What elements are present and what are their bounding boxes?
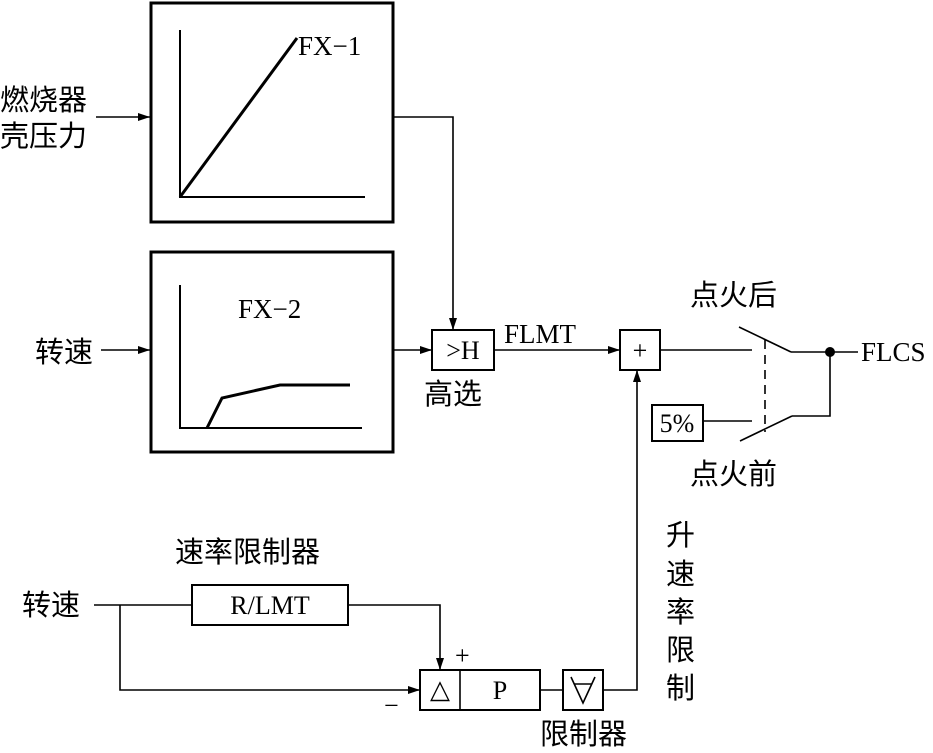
comparator-p-block: △ P <box>419 669 541 711</box>
high-select-symbol: >H <box>446 336 480 365</box>
comparator-minus-sign: − <box>384 691 399 720</box>
fx1-block: FX−1 <box>149 1 395 224</box>
fx1-curve <box>178 37 299 198</box>
switch-lower-blade <box>739 415 793 442</box>
after-ignition-label: 点火后 <box>690 278 777 312</box>
switch-lower-out <box>792 352 831 417</box>
input-burner-shell-pressure-line2: 壳压力 <box>0 119 87 153</box>
high-select-label: 高选 <box>424 377 482 411</box>
fx2-label: FX−2 <box>238 294 301 324</box>
limiter-label: 限制器 <box>540 717 627 751</box>
floor-value-label: 5% <box>660 409 695 438</box>
switch-upper-blade <box>738 326 792 353</box>
input-speed-bottom: 转速 <box>22 588 80 622</box>
fx2-block: FX−2 <box>149 250 395 454</box>
speed-feedback-wire <box>119 605 420 694</box>
summer-block: + <box>619 329 661 371</box>
rate-limiter-output-wire <box>348 604 444 670</box>
flmt-label: FLMT <box>504 319 577 349</box>
fx1-output-wire <box>393 116 457 330</box>
input-burner-shell-pressure-line1: 燃烧器 <box>0 83 87 117</box>
rise-rate-limit-char: 限 <box>666 633 695 667</box>
fx2-curve <box>205 383 350 429</box>
rise-rate-limit-label: 升 速 率 限 制 <box>666 518 695 705</box>
floor-value-block: 5% <box>651 404 704 442</box>
rise-rate-limit-char: 率 <box>666 595 695 629</box>
rate-limiter-symbol: R/LMT <box>230 591 310 620</box>
rise-rate-limit-char: 升 <box>666 518 695 552</box>
before-ignition-label: 点火前 <box>690 457 777 491</box>
rise-rate-limit-char: 制 <box>666 671 695 705</box>
comparator-delta-symbol: △ <box>430 675 450 704</box>
rise-rate-limit-wire <box>603 370 641 691</box>
fx2-axes <box>179 285 362 429</box>
rate-limiter-block: R/LMT <box>191 584 349 626</box>
high-select-block: >H <box>431 329 495 371</box>
fx1-label: FX−1 <box>298 31 361 61</box>
limiter-block <box>562 669 604 711</box>
rate-limiter-title: 速率限制器 <box>175 535 320 569</box>
summer-symbol: + <box>633 336 648 365</box>
rise-rate-limit-char: 速 <box>666 557 695 591</box>
comparator-plus-sign: + <box>455 641 470 670</box>
comparator-p-symbol: P <box>493 676 507 705</box>
low-limit-icon <box>570 676 596 705</box>
flcs-output-label: FLCS <box>861 337 926 367</box>
input-speed-top: 转速 <box>35 335 93 369</box>
